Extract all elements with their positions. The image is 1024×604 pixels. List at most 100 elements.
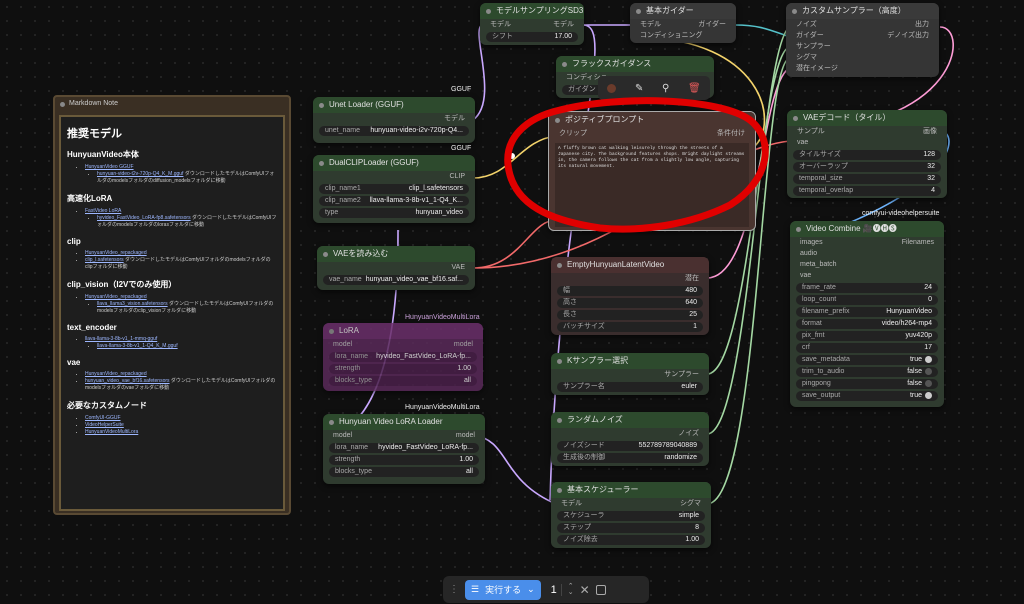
markdown-link[interactable]: clip_l.safetensors (85, 257, 124, 263)
batch-count-input[interactable]: 1 (547, 583, 562, 596)
markdown-link[interactable]: llava-llama-3-8b-v1_1-mmq-gguf (85, 336, 158, 342)
markdown-link[interactable]: HunyuanVideoMultiLora (85, 429, 139, 435)
markdown-text: ダウンロードしたモデルはComfyUIフォルダのmodelsフォルダのclipフ… (85, 257, 271, 270)
node-title: フラックスガイダンス (556, 56, 714, 72)
markdown-list-item: HunyuanVideoMultiLora (85, 429, 277, 436)
markdown-note-node[interactable]: Markdown Note 推奨モデル HunyuanVideo本体Hunyua… (53, 95, 291, 515)
markdown-list-item: hunyuan_video_vae_bf16.safetensors ダウンロー… (85, 378, 277, 392)
group-label: comfyui-videohelpersuite (862, 210, 940, 217)
markdown-heading: clip (67, 237, 81, 246)
markdown-text: ダウンロードしたモデルはComfyUIフォルダのmodelsフォルダのdiffu… (97, 171, 275, 184)
markdown-link[interactable]: hyvideo_FastVideo_LoRA-fp8.safetensors (97, 215, 191, 221)
node-title: モデルサンプリングSD3 (480, 3, 584, 19)
markdown-link[interactable]: FastVideo LoRA (85, 208, 122, 214)
node-title: Markdown Note (55, 97, 289, 111)
markdown-link[interactable]: HunyuanVideo GGUF (85, 164, 134, 170)
markdown-list-item: HunyuanVideo_repackaged (85, 294, 277, 301)
markdown-list-item: clip_l.safetensors ダウンロードしたモデルはComfyUIフォ… (85, 257, 277, 271)
drag-handle-icon[interactable]: ⋮ (449, 584, 459, 595)
markdown-link[interactable]: HunyuanVideo_repackaged (85, 294, 147, 300)
node-title: 基本スケジューラー (551, 482, 711, 498)
bookmark-icon[interactable]: ⚲ (661, 82, 670, 94)
markdown-link[interactable]: llava_llama3_vision.safetensors (97, 301, 168, 307)
close-icon[interactable]: ✕ (579, 582, 590, 597)
node-title: Unet Loader (GGUF) (313, 97, 475, 113)
custom-sampler-advanced-node[interactable]: カスタムサンプラー（高度） ノイズ出力 ガイダーデノイズ出力 サンプラー シグマ… (786, 3, 939, 77)
markdown-link[interactable]: HunyuanVideo_repackaged (85, 250, 147, 256)
positive-prompt-node[interactable]: ポジティブプロンプト クリップ条件付け A fluffy brown cat w… (548, 111, 756, 231)
markdown-list-item: llava-llama-3-8b-v1_1-Q4_K_M.gguf (97, 343, 277, 350)
run-button[interactable]: ☰ 実行する ⌄ (465, 579, 541, 600)
markdown-list-item: ComfyUI-GGUF (85, 415, 277, 422)
markdown-heading: vae (67, 358, 81, 367)
stepper-icon[interactable]: ⌃⌄ (567, 582, 574, 596)
basic-guider-node[interactable]: 基本ガイダー モデルガイダー コンディショニング (630, 3, 736, 43)
markdown-list-item: FastVideo LoRA (85, 208, 277, 215)
delete-icon[interactable]: 🗑 (687, 82, 701, 94)
markdown-link[interactable]: HunyuanVideo_repackaged (85, 371, 147, 377)
color-picker-button[interactable] (607, 83, 617, 93)
group-label: HunyuanVideoMultiLora (405, 404, 480, 411)
prompt-textarea[interactable]: A fluffy brown cat walking leisurely thr… (555, 143, 749, 227)
markdown-link[interactable]: llava-llama-3-8b-v1_1-Q4_K_M.gguf (97, 343, 178, 349)
markdown-link[interactable]: hunyuan_video_vae_bf16.safetensors (85, 378, 170, 384)
output-label: VAE (451, 264, 466, 271)
pin-icon[interactable]: ✎ (634, 82, 644, 94)
square-icon[interactable] (595, 584, 606, 595)
markdown-link[interactable]: hunyuan-video-t2v-720p-Q4_K_M.gguf (97, 171, 184, 177)
markdown-list-item: HunyuanVideo_repackaged (85, 371, 277, 378)
markdown-link[interactable]: ComfyUI-GGUF (85, 415, 121, 421)
markdown-link[interactable]: VideoHelperSuite (85, 422, 124, 428)
chevron-down-icon[interactable]: ⌄ (527, 584, 535, 594)
markdown-heading: 必要なカスタムノード (67, 401, 147, 410)
